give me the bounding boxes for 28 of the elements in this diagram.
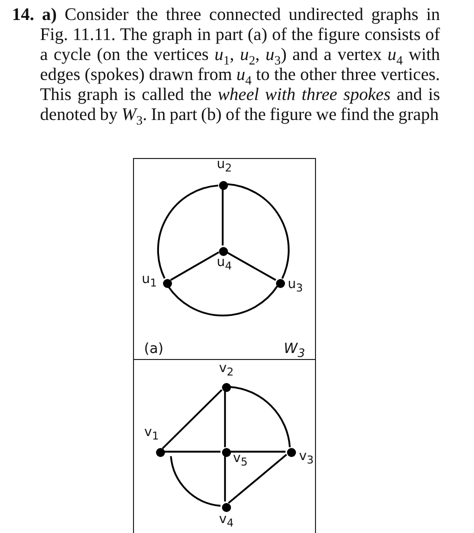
graph-edge (164, 450, 220, 453)
graph-edge (222, 188, 224, 246)
graph-edge (224, 456, 226, 502)
vertex-label: v$_{3}$ (299, 450, 314, 468)
panel-label: (a) (144, 341, 164, 357)
paragraph: 14. a) Consider the three connected undirected graphs in Fig. 11.11. The graph in part (a) of the figure consists of a cycle (on the vertices u$_{1}$, u$_{2}$, u$_{3}$) and a vertex u$_{4}$ with edges (spokes) drawn from u$_{4}$ to the other three vertices. This graph is called the wheel with three spokes and is denoted by W$_{3}$. In part (b) of the figure we find the graph (12, 4, 440, 124)
vertex-label: u$_{4}$ (216, 256, 232, 274)
vertex-label: v$_{5}$ (233, 452, 248, 470)
vertex-label: v$_{2}$ (219, 362, 234, 380)
vertex-label: u$_{1}$ (142, 273, 157, 291)
vertex-label: u$_{3}$ (288, 278, 303, 296)
vertex-label: u$_{2}$ (216, 158, 232, 176)
graph-name: W$_{3}$ (284, 341, 305, 361)
graph-edge (229, 386, 291, 448)
figure-panel (133, 158, 316, 360)
graph-edge (226, 251, 276, 281)
graph-edge (157, 184, 218, 279)
graph-edge (228, 454, 288, 504)
figure-panel (133, 359, 316, 533)
graph-edge (224, 391, 226, 448)
graph-edge (170, 456, 221, 507)
graph-edge (168, 286, 278, 316)
graph-edge (162, 389, 222, 450)
vertex-label: v$_{1}$ (144, 426, 159, 444)
graph-edge (230, 450, 286, 453)
graph-edge (170, 251, 220, 281)
vertex-label: v$_{4}$ (219, 513, 234, 531)
graph-edge (227, 183, 290, 279)
